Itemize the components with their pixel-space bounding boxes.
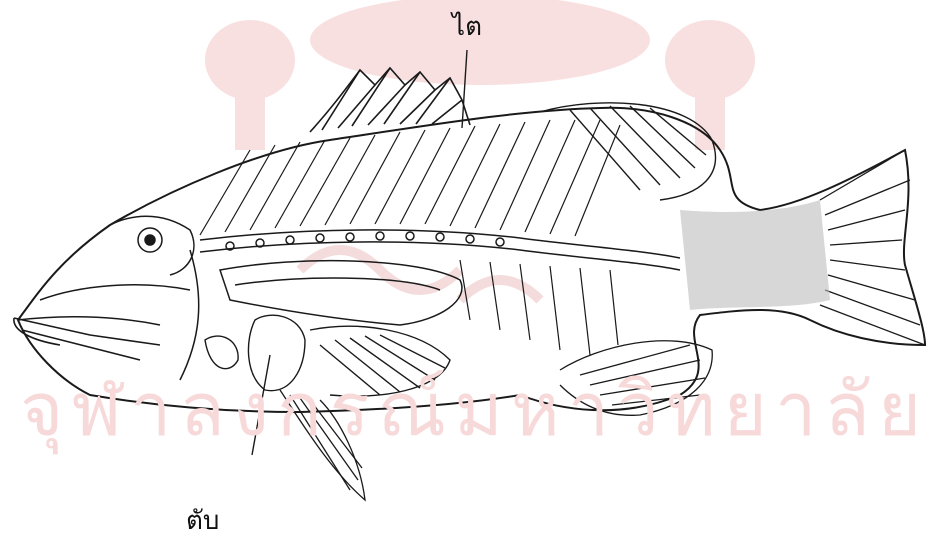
watermark-shapes [300, 250, 540, 300]
vertebral-column [200, 230, 680, 270]
watermark-text: จุฬาลงกรณ์มหาวิทยาลัย [20, 350, 929, 468]
liver-label: ตับ [186, 500, 219, 541]
caudal-stipple [680, 200, 830, 310]
kidney-label: ไต [452, 6, 482, 47]
soft-dorsal-fin [540, 103, 715, 200]
lower-jaw [14, 318, 160, 345]
